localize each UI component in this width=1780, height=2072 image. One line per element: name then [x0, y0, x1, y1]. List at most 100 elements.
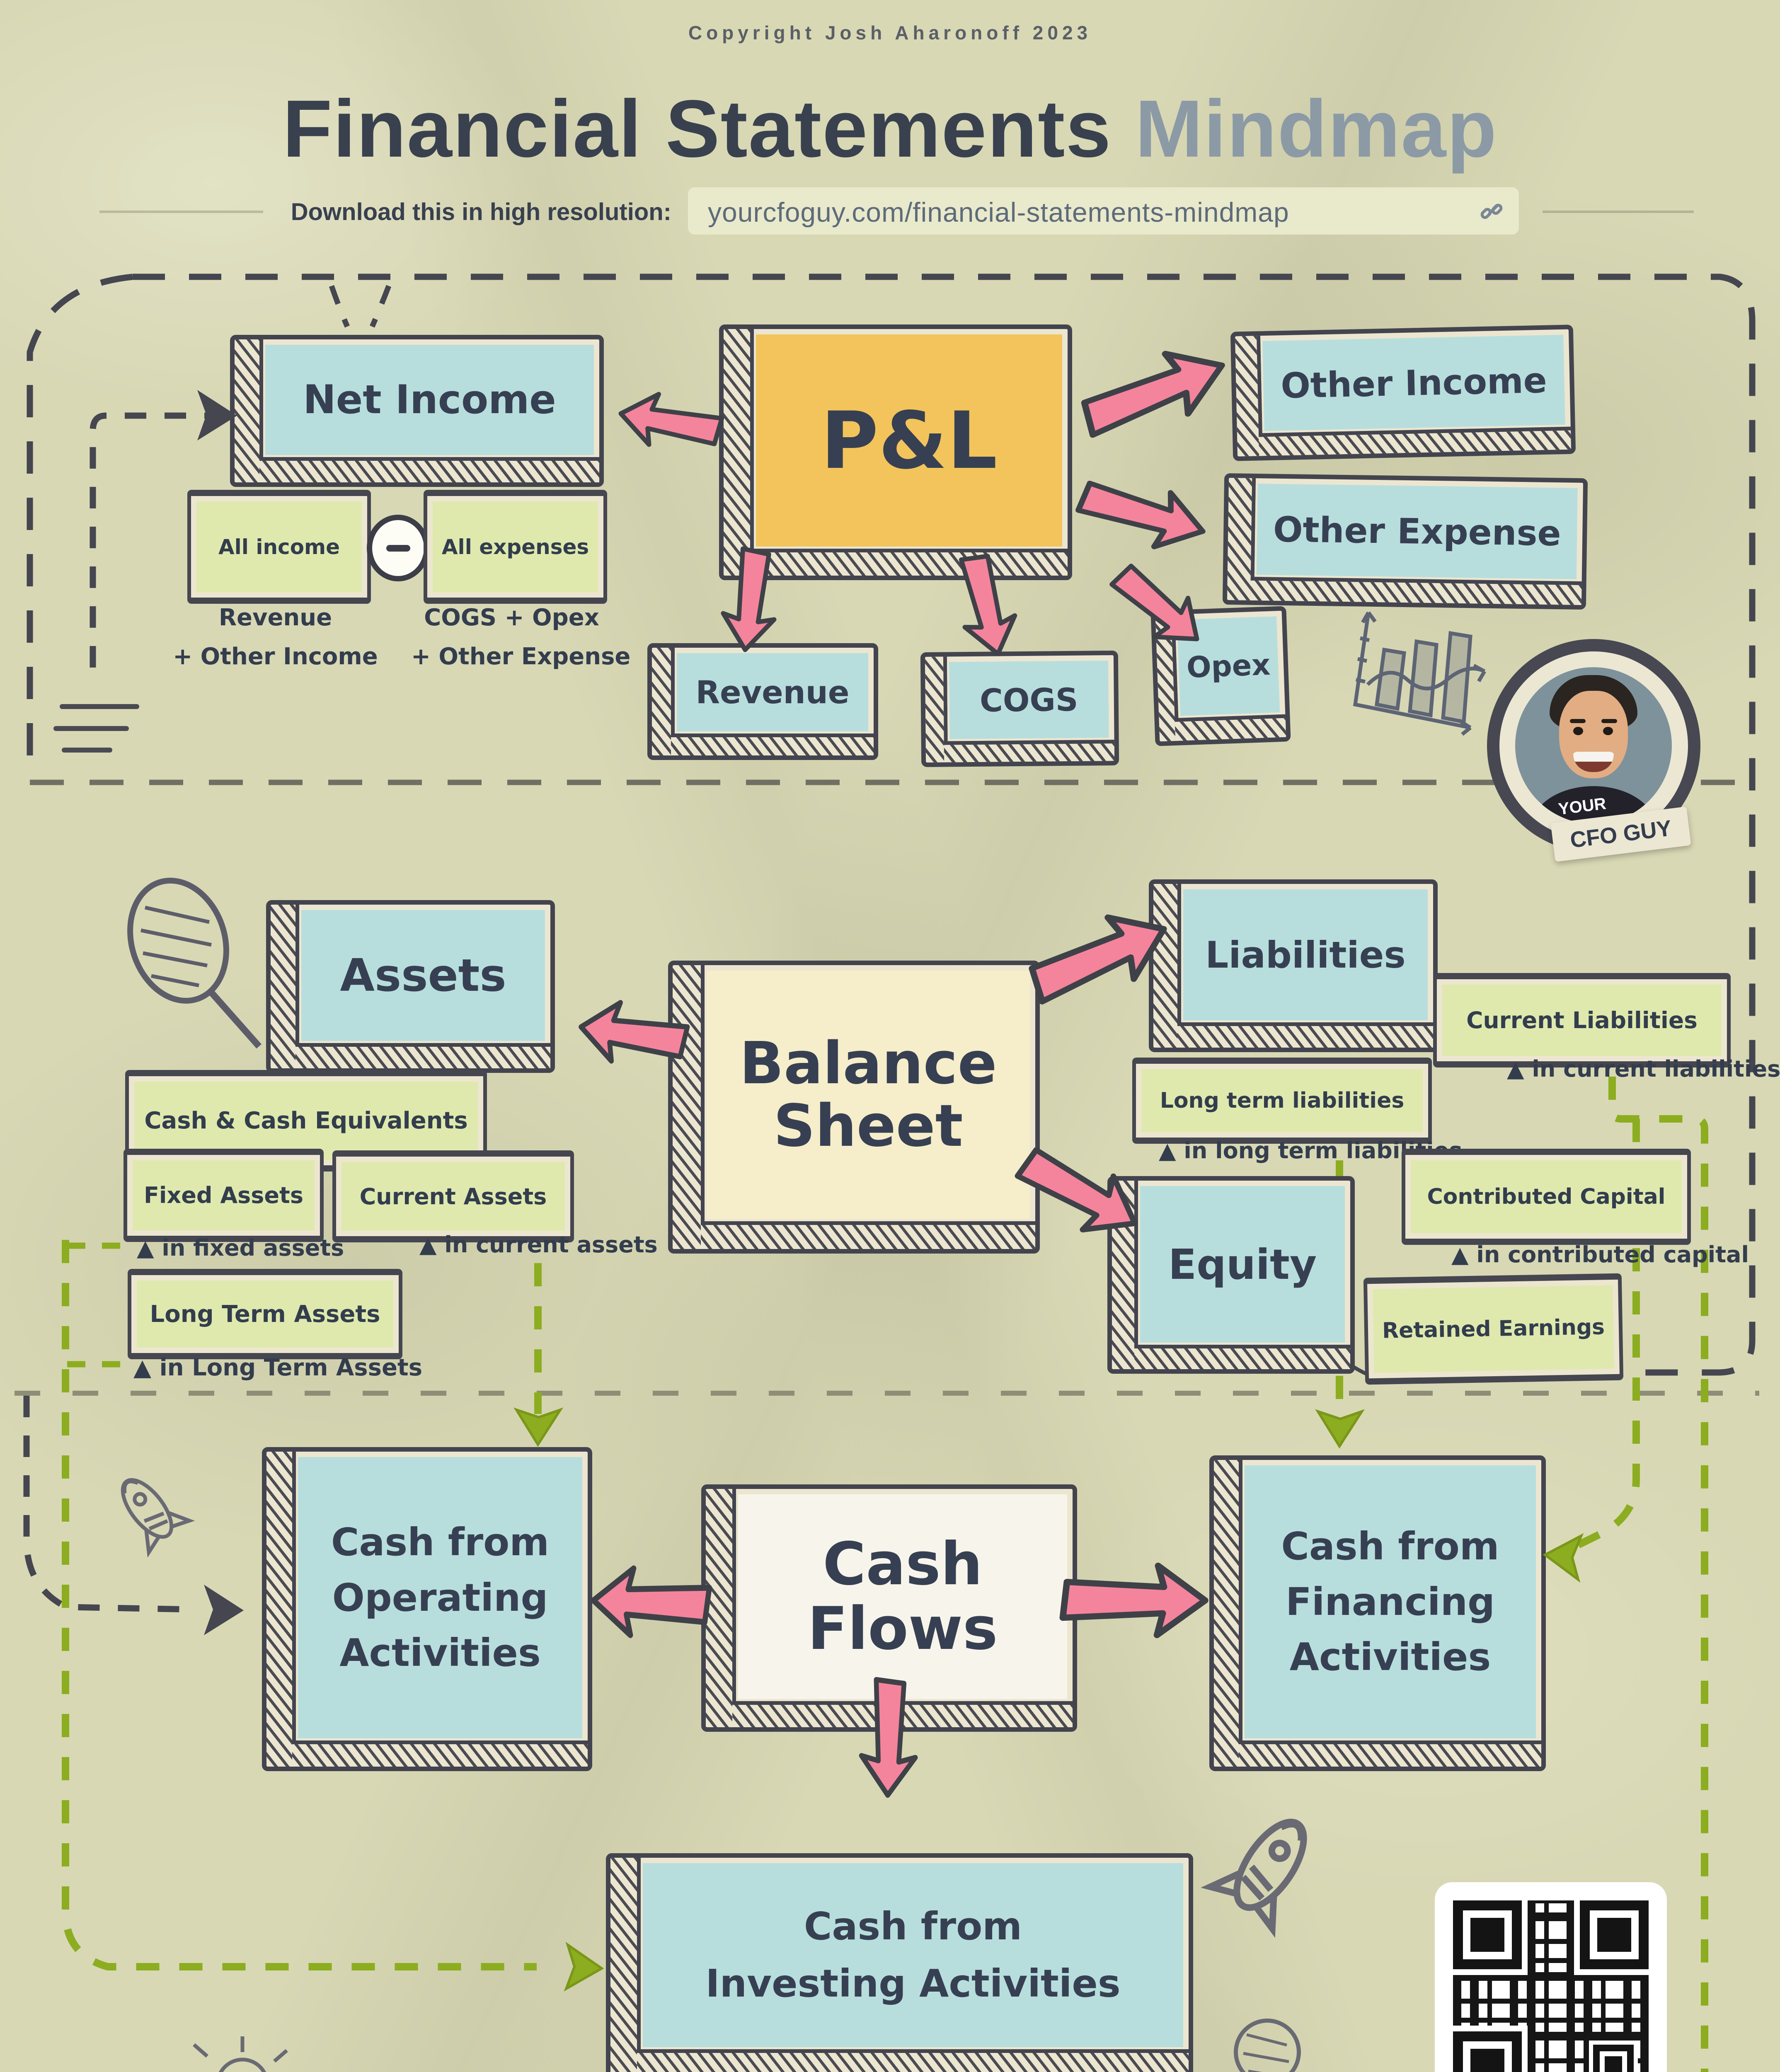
- box-side: [637, 2049, 1189, 2072]
- net-income-dashed-link: [90, 412, 226, 684]
- pl-section-dashed-border: [133, 274, 1756, 1376]
- green-arrowheads: [513, 1407, 1584, 1992]
- box-side: [1239, 1740, 1541, 1767]
- current-assets-box: Current Assets: [332, 1150, 574, 1242]
- avatar: YOUR CFO GUY: [1487, 639, 1700, 862]
- equity-box: Equity: [1107, 1176, 1355, 1374]
- revenue-box: Revenue: [647, 643, 878, 760]
- link-icon: [1480, 203, 1503, 219]
- balloon-doodle-icon: [1234, 2019, 1301, 2072]
- green-head-financing-right: [1543, 1533, 1584, 1583]
- pl-section-dashed-border-left: [27, 274, 133, 777]
- green-head-operating: [513, 1407, 564, 1447]
- qr-finder: [1453, 2031, 1522, 2072]
- chart-doodle-icon: [1353, 611, 1486, 736]
- investing-label-1: Cash from: [804, 1904, 1022, 1949]
- cash-equivalents-label: Cash & Cash Equivalents: [144, 1107, 468, 1134]
- arrow-pl-to-opex: [1109, 564, 1199, 641]
- download-url[interactable]: yourcfoguy.com/financial-statements-mind…: [708, 197, 1289, 228]
- green-dashed-connectors: [62, 1077, 1708, 2072]
- download-label: Download this in high resolution:: [291, 198, 671, 225]
- download-pill[interactable]: yourcfoguy.com/financial-statements-mind…: [688, 187, 1519, 235]
- title-accent: Mindmap: [1135, 83, 1498, 174]
- cap-current-liabilities: ▲ in current liabilities: [1507, 1056, 1780, 1082]
- long-term-liabilities-label: Long term liabilities: [1160, 1088, 1405, 1113]
- operating-label-2: Operating: [332, 1575, 548, 1620]
- cap-fixed-assets: ▲ in fixed assets: [137, 1235, 344, 1261]
- box-side: [1214, 1460, 1242, 1767]
- arrow-pl-to-revenue: [721, 546, 777, 652]
- box-side: [271, 905, 299, 1068]
- box-side: [259, 457, 599, 482]
- long-term-liabilities-box: Long term liabilities: [1132, 1058, 1432, 1144]
- cap-current-assets: ▲ in current assets: [419, 1232, 658, 1258]
- cash-flows-label-2: Flows: [807, 1595, 998, 1663]
- lines-doodle-icon: [53, 704, 139, 753]
- financing-label-1: Cash from: [1281, 1524, 1499, 1569]
- cap-long-term-assets: ▲ in Long Term Assets: [133, 1354, 423, 1381]
- title-main: Financial Statements: [282, 83, 1112, 174]
- dark-head-operating: [204, 1585, 244, 1635]
- box-side: [235, 339, 263, 482]
- pl-label: P&L: [821, 395, 998, 487]
- operating-label-1: Cash from: [331, 1520, 550, 1565]
- rocket-icon: [121, 1478, 195, 1558]
- box-side: [610, 1858, 641, 2072]
- box-side: [701, 1221, 1035, 1249]
- all-expenses-label: All expenses: [441, 535, 589, 559]
- income-note-1: Revenue: [218, 604, 332, 631]
- arrow-pl-to-other-expense: [1075, 481, 1206, 549]
- balance-sheet-label-1: Balance: [739, 1029, 997, 1097]
- arrow-pl-to-other-income: [1081, 351, 1225, 438]
- copyright: Copyright Josh Aharonoff 2023: [688, 22, 1092, 44]
- box-side: [671, 733, 874, 755]
- financing-label-2: Financing: [1286, 1579, 1495, 1624]
- net-income-top-dashes: [329, 285, 350, 328]
- green-head-financing-top: [1315, 1409, 1365, 1449]
- arrow-cf-to-financing: [1059, 1562, 1208, 1639]
- income-note-2: + Other Income: [173, 643, 378, 670]
- fixed-assets-label: Fixed Assets: [144, 1182, 303, 1208]
- net-income-label: Net Income: [303, 377, 556, 423]
- arrow-cf-to-investing: [859, 1677, 918, 1798]
- equity-label: Equity: [1168, 1240, 1317, 1289]
- header-rule-right: [1543, 211, 1694, 213]
- box-side: [724, 329, 754, 576]
- box-side: [750, 549, 1068, 576]
- financing-label-3: Activities: [1289, 1635, 1491, 1680]
- qr-finder: [1580, 1900, 1649, 1969]
- all-income-box: All income: [187, 490, 371, 604]
- box-side: [292, 1740, 588, 1767]
- all-expenses-box: All expenses: [424, 490, 607, 604]
- qr-alignment: [1593, 2045, 1634, 2072]
- expense-note-1: COGS + Opex: [424, 604, 599, 631]
- box-side: [295, 1043, 550, 1068]
- financing-box: Cash from Financing Activities: [1209, 1455, 1546, 1771]
- box-side: [1153, 884, 1181, 1048]
- green-head-investing: [564, 1941, 604, 1992]
- net-income-top-dashes: [370, 285, 392, 328]
- assets-label: Assets: [340, 949, 506, 1002]
- qr-finder: [1453, 1900, 1522, 1969]
- revenue-label: Revenue: [695, 674, 850, 711]
- contributed-capital-box: Contributed Capital: [1402, 1149, 1691, 1245]
- current-liabilities-box: Current Liabilities: [1433, 973, 1731, 1067]
- pl-box: P&L: [719, 324, 1072, 580]
- dark-head-net-income: [197, 390, 237, 441]
- contributed-capital-label: Contributed Capital: [1427, 1184, 1666, 1209]
- page-title: Financial Statements Mindmap: [0, 82, 1780, 175]
- assets-box: Assets: [266, 900, 555, 1073]
- operating-label-3: Activities: [339, 1631, 541, 1675]
- pink-arrows: [579, 351, 1225, 1798]
- long-term-assets-box: Long Term Assets: [128, 1269, 402, 1359]
- investing-label-2: Investing Activities: [705, 1961, 1121, 2006]
- fixed-assets-box: Fixed Assets: [124, 1149, 324, 1242]
- arrow-bs-to-liabilities: [1029, 914, 1167, 1005]
- current-liabilities-label: Current Liabilities: [1466, 1007, 1698, 1034]
- cash-flows-label-1: Cash: [823, 1530, 983, 1598]
- arrow-cf-to-operating: [591, 1565, 712, 1638]
- all-income-label: All income: [218, 535, 340, 559]
- assets-to-investing: [62, 1240, 537, 1970]
